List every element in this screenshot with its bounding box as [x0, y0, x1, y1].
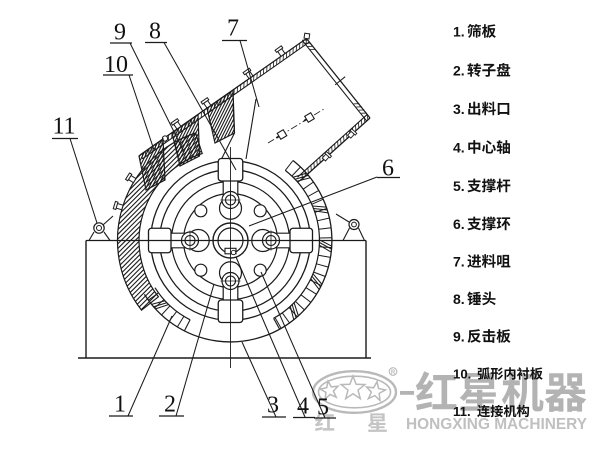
svg-text:1: 1 — [114, 392, 126, 418]
svg-text:9: 9 — [114, 20, 126, 46]
svg-text:5.: 5. — [453, 178, 465, 194]
svg-text:6.: 6. — [453, 216, 465, 232]
svg-text:5: 5 — [317, 395, 329, 421]
svg-text:3: 3 — [267, 393, 279, 419]
svg-text:7: 7 — [227, 16, 239, 42]
svg-text:HONGXING MACHINERY: HONGXING MACHINERY — [406, 416, 588, 433]
svg-text:2.: 2. — [453, 63, 465, 79]
svg-text:3.: 3. — [453, 101, 465, 117]
svg-text:2: 2 — [164, 392, 176, 418]
svg-text:8.: 8. — [453, 291, 465, 307]
svg-text:10.: 10. — [453, 367, 471, 382]
svg-text:4.: 4. — [453, 140, 465, 156]
svg-text:7.: 7. — [453, 254, 465, 270]
svg-text:9.: 9. — [453, 329, 465, 345]
svg-text:10: 10 — [104, 52, 128, 78]
svg-text:8: 8 — [149, 19, 161, 45]
svg-text:6: 6 — [382, 156, 394, 182]
svg-text:11: 11 — [52, 114, 75, 140]
svg-text:1.: 1. — [453, 24, 465, 40]
svg-text:R: R — [391, 370, 396, 376]
svg-text:4: 4 — [297, 394, 309, 420]
svg-text:11.: 11. — [453, 404, 471, 419]
